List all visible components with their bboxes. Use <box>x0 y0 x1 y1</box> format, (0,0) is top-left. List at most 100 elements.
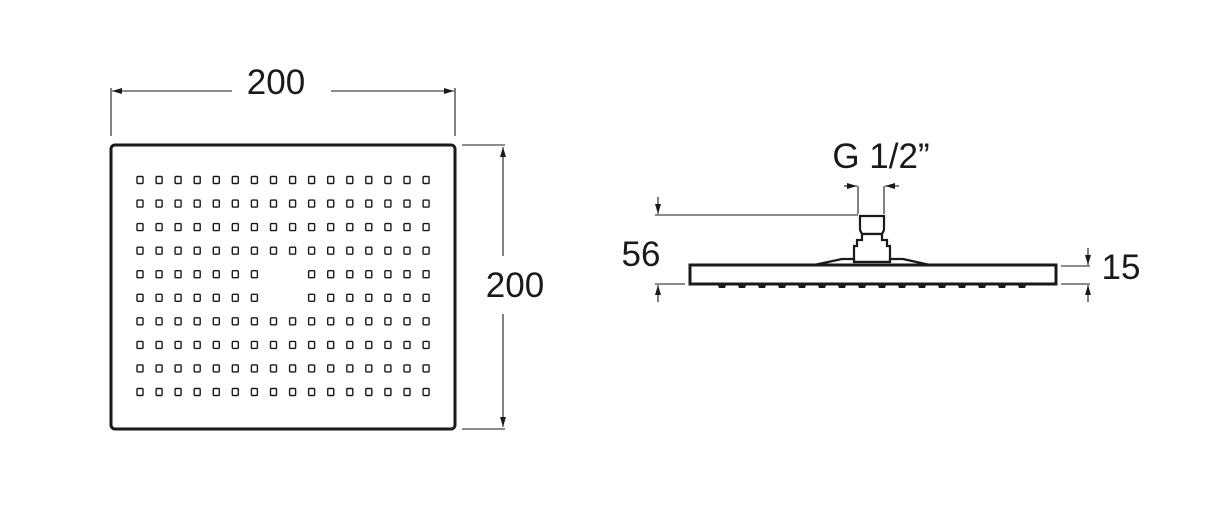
connector <box>813 214 931 267</box>
spray-hole <box>365 340 373 350</box>
nozzle <box>798 285 806 288</box>
nozzle <box>758 285 766 288</box>
spray-hole <box>231 364 240 373</box>
spray-hole <box>288 340 297 350</box>
spray-hole <box>174 222 182 232</box>
spray-hole <box>384 270 392 279</box>
spray-hole <box>384 340 392 350</box>
spray-hole <box>231 293 240 302</box>
spray-hole <box>193 293 201 302</box>
spray-hole <box>136 387 144 397</box>
spray-hole <box>384 293 392 302</box>
spray-hole <box>288 199 297 208</box>
spray-hole <box>346 175 354 185</box>
spray-hole <box>250 364 259 373</box>
spray-hole <box>136 246 144 255</box>
spray-hole <box>269 246 278 255</box>
nozzle <box>1018 285 1026 288</box>
spray-hole <box>346 246 354 255</box>
spray-hole <box>422 222 430 232</box>
spray-hole <box>307 317 316 326</box>
spray-hole <box>231 270 240 279</box>
spray-hole <box>403 175 411 185</box>
spray-hole <box>422 246 430 255</box>
spray-hole <box>269 340 278 350</box>
width-label: 200 <box>247 63 305 102</box>
spray-hole <box>288 175 297 185</box>
spray-hole <box>327 293 335 302</box>
spray-hole <box>346 387 354 397</box>
top-view: 200 200 <box>109 63 544 431</box>
spray-hole <box>212 246 221 255</box>
spray-hole <box>307 387 316 397</box>
spray-hole <box>212 175 221 185</box>
spray-hole <box>307 199 316 208</box>
spray-hole <box>288 364 297 373</box>
spray-hole <box>155 175 163 185</box>
spray-hole <box>231 222 240 232</box>
nozzle <box>938 285 946 288</box>
spray-hole <box>193 387 201 397</box>
nozzle <box>818 285 826 288</box>
spray-hole <box>136 340 144 350</box>
total-height-label: 56 <box>622 235 661 274</box>
spray-hole <box>307 222 316 232</box>
spray-hole <box>136 364 144 373</box>
spray-hole <box>346 199 354 208</box>
plate-thickness-label: 15 <box>1102 248 1141 287</box>
spray-hole <box>307 246 316 255</box>
spray-hole <box>384 246 392 255</box>
spray-hole <box>136 270 144 279</box>
spray-hole <box>174 175 182 185</box>
spray-hole <box>155 317 163 326</box>
spray-hole <box>422 293 430 302</box>
spray-hole <box>422 270 430 279</box>
spray-hole <box>155 270 163 279</box>
spray-hole <box>193 175 201 185</box>
spray-hole <box>212 293 221 302</box>
spray-hole <box>231 175 240 185</box>
spray-hole <box>155 364 163 373</box>
spray-hole <box>193 199 201 208</box>
spray-hole <box>365 364 373 373</box>
spray-hole <box>250 199 259 208</box>
spray-hole <box>288 246 297 255</box>
spray-hole <box>136 317 144 326</box>
spray-hole <box>250 387 259 397</box>
spray-hole <box>193 222 201 232</box>
spray-hole <box>365 270 373 279</box>
spray-hole <box>422 387 430 397</box>
spray-hole <box>365 199 373 208</box>
spray-hole <box>327 317 335 326</box>
shower-plate-outline <box>109 143 457 431</box>
spray-hole <box>327 340 335 350</box>
spray-hole <box>307 293 316 302</box>
connector-nut <box>858 214 886 236</box>
spray-hole <box>250 175 259 185</box>
spray-hole <box>250 222 259 232</box>
side-view: G 1/2” 56 15 <box>622 137 1141 302</box>
spray-hole <box>346 222 354 232</box>
spray-hole <box>269 175 278 185</box>
spray-hole <box>365 222 373 232</box>
spray-hole <box>288 387 297 397</box>
spray-hole <box>174 270 182 279</box>
spray-hole <box>365 175 373 185</box>
spray-hole <box>136 293 144 302</box>
spray-hole <box>193 317 201 326</box>
spray-hole <box>269 199 278 208</box>
spray-hole <box>346 340 354 350</box>
spray-hole <box>327 199 335 208</box>
spray-hole <box>288 317 297 326</box>
spray-hole <box>212 387 221 397</box>
spray-hole <box>327 270 335 279</box>
spray-hole <box>193 340 201 350</box>
spray-hole <box>212 364 221 373</box>
spray-hole <box>212 270 221 279</box>
total-height-dimension: 56 <box>622 197 858 302</box>
spray-hole <box>155 387 163 397</box>
spray-hole <box>346 293 354 302</box>
nozzle <box>838 285 846 288</box>
spray-hole <box>384 175 392 185</box>
connector-base <box>852 232 892 264</box>
